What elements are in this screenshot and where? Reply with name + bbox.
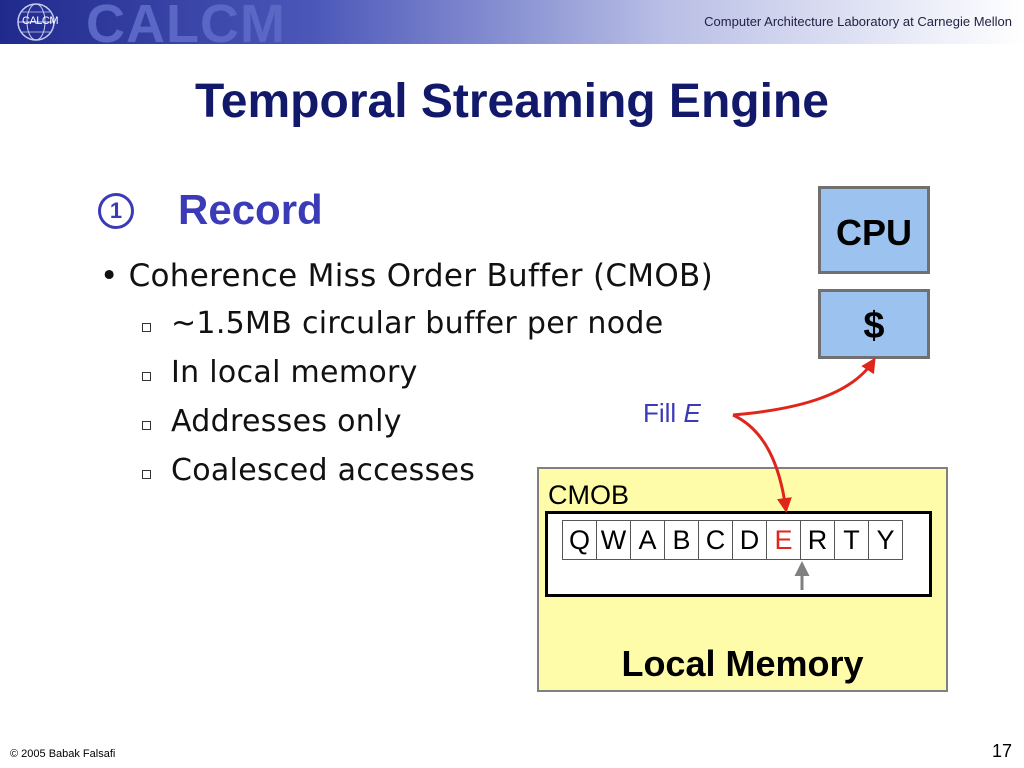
square-bullet-icon <box>142 372 151 381</box>
step-heading: 1 Record <box>98 186 323 234</box>
sub-bullet-item: Coalesced accesses <box>142 453 664 502</box>
header-bar: CALCM CALCM Computer Architecture Labora… <box>0 0 1024 54</box>
page-number: 17 <box>991 741 1012 761</box>
sub-bullet-text: ~1.5MB circular buffer per node <box>171 306 664 341</box>
fill-text: Fill <box>643 398 677 428</box>
step-number-badge: 1 <box>98 193 134 229</box>
main-bullet-text: Coherence Miss Order Buffer (CMOB) <box>128 258 714 294</box>
cmob-cell: W <box>596 520 631 560</box>
sub-bullet-item: Addresses only <box>142 404 664 453</box>
slide-title: Temporal Streaming Engine <box>195 75 829 128</box>
sub-bullet-text: Addresses only <box>171 404 402 439</box>
sub-bullet-item: In local memory <box>142 355 664 404</box>
logo-small-text: CALCM <box>22 15 59 27</box>
cmob-cell: Y <box>868 520 903 560</box>
square-bullet-icon <box>142 470 151 479</box>
local-memory-label: Local Memory <box>621 643 864 684</box>
lab-name: Computer Architecture Laboratory at Carn… <box>704 14 1012 29</box>
cpu-box: CPU <box>818 186 930 274</box>
sub-bullet-text: Coalesced accesses <box>171 453 476 488</box>
cmob-cell: D <box>732 520 767 560</box>
cmob-label: CMOB <box>548 480 629 510</box>
fill-variable: E <box>683 398 701 428</box>
fill-to-cmob-arrow <box>732 413 792 513</box>
cmob-cell: A <box>630 520 665 560</box>
sub-bullet-list: ~1.5MB circular buffer per node In local… <box>142 306 664 502</box>
cache-box: $ <box>818 289 930 359</box>
fill-label: Fill E <box>643 398 701 429</box>
cmob-cell: T <box>834 520 869 560</box>
globe-logo-icon <box>17 3 55 41</box>
copyright: © 2005 Babak Falsafi <box>10 748 116 760</box>
logo-wordmark: CALCM <box>86 0 286 54</box>
main-bullet: •Coherence Miss Order Buffer (CMOB) <box>100 258 713 294</box>
square-bullet-icon <box>142 323 151 332</box>
cmob-cell: B <box>664 520 699 560</box>
sub-bullet-item: ~1.5MB circular buffer per node <box>142 306 664 355</box>
sub-bullet-text: In local memory <box>171 355 418 390</box>
bullet-dot-icon: • <box>100 258 119 294</box>
fill-to-cache-arrow <box>732 357 876 417</box>
square-bullet-icon <box>142 421 151 430</box>
cmob-cell: E <box>766 520 801 560</box>
step-label: Record <box>178 186 323 233</box>
